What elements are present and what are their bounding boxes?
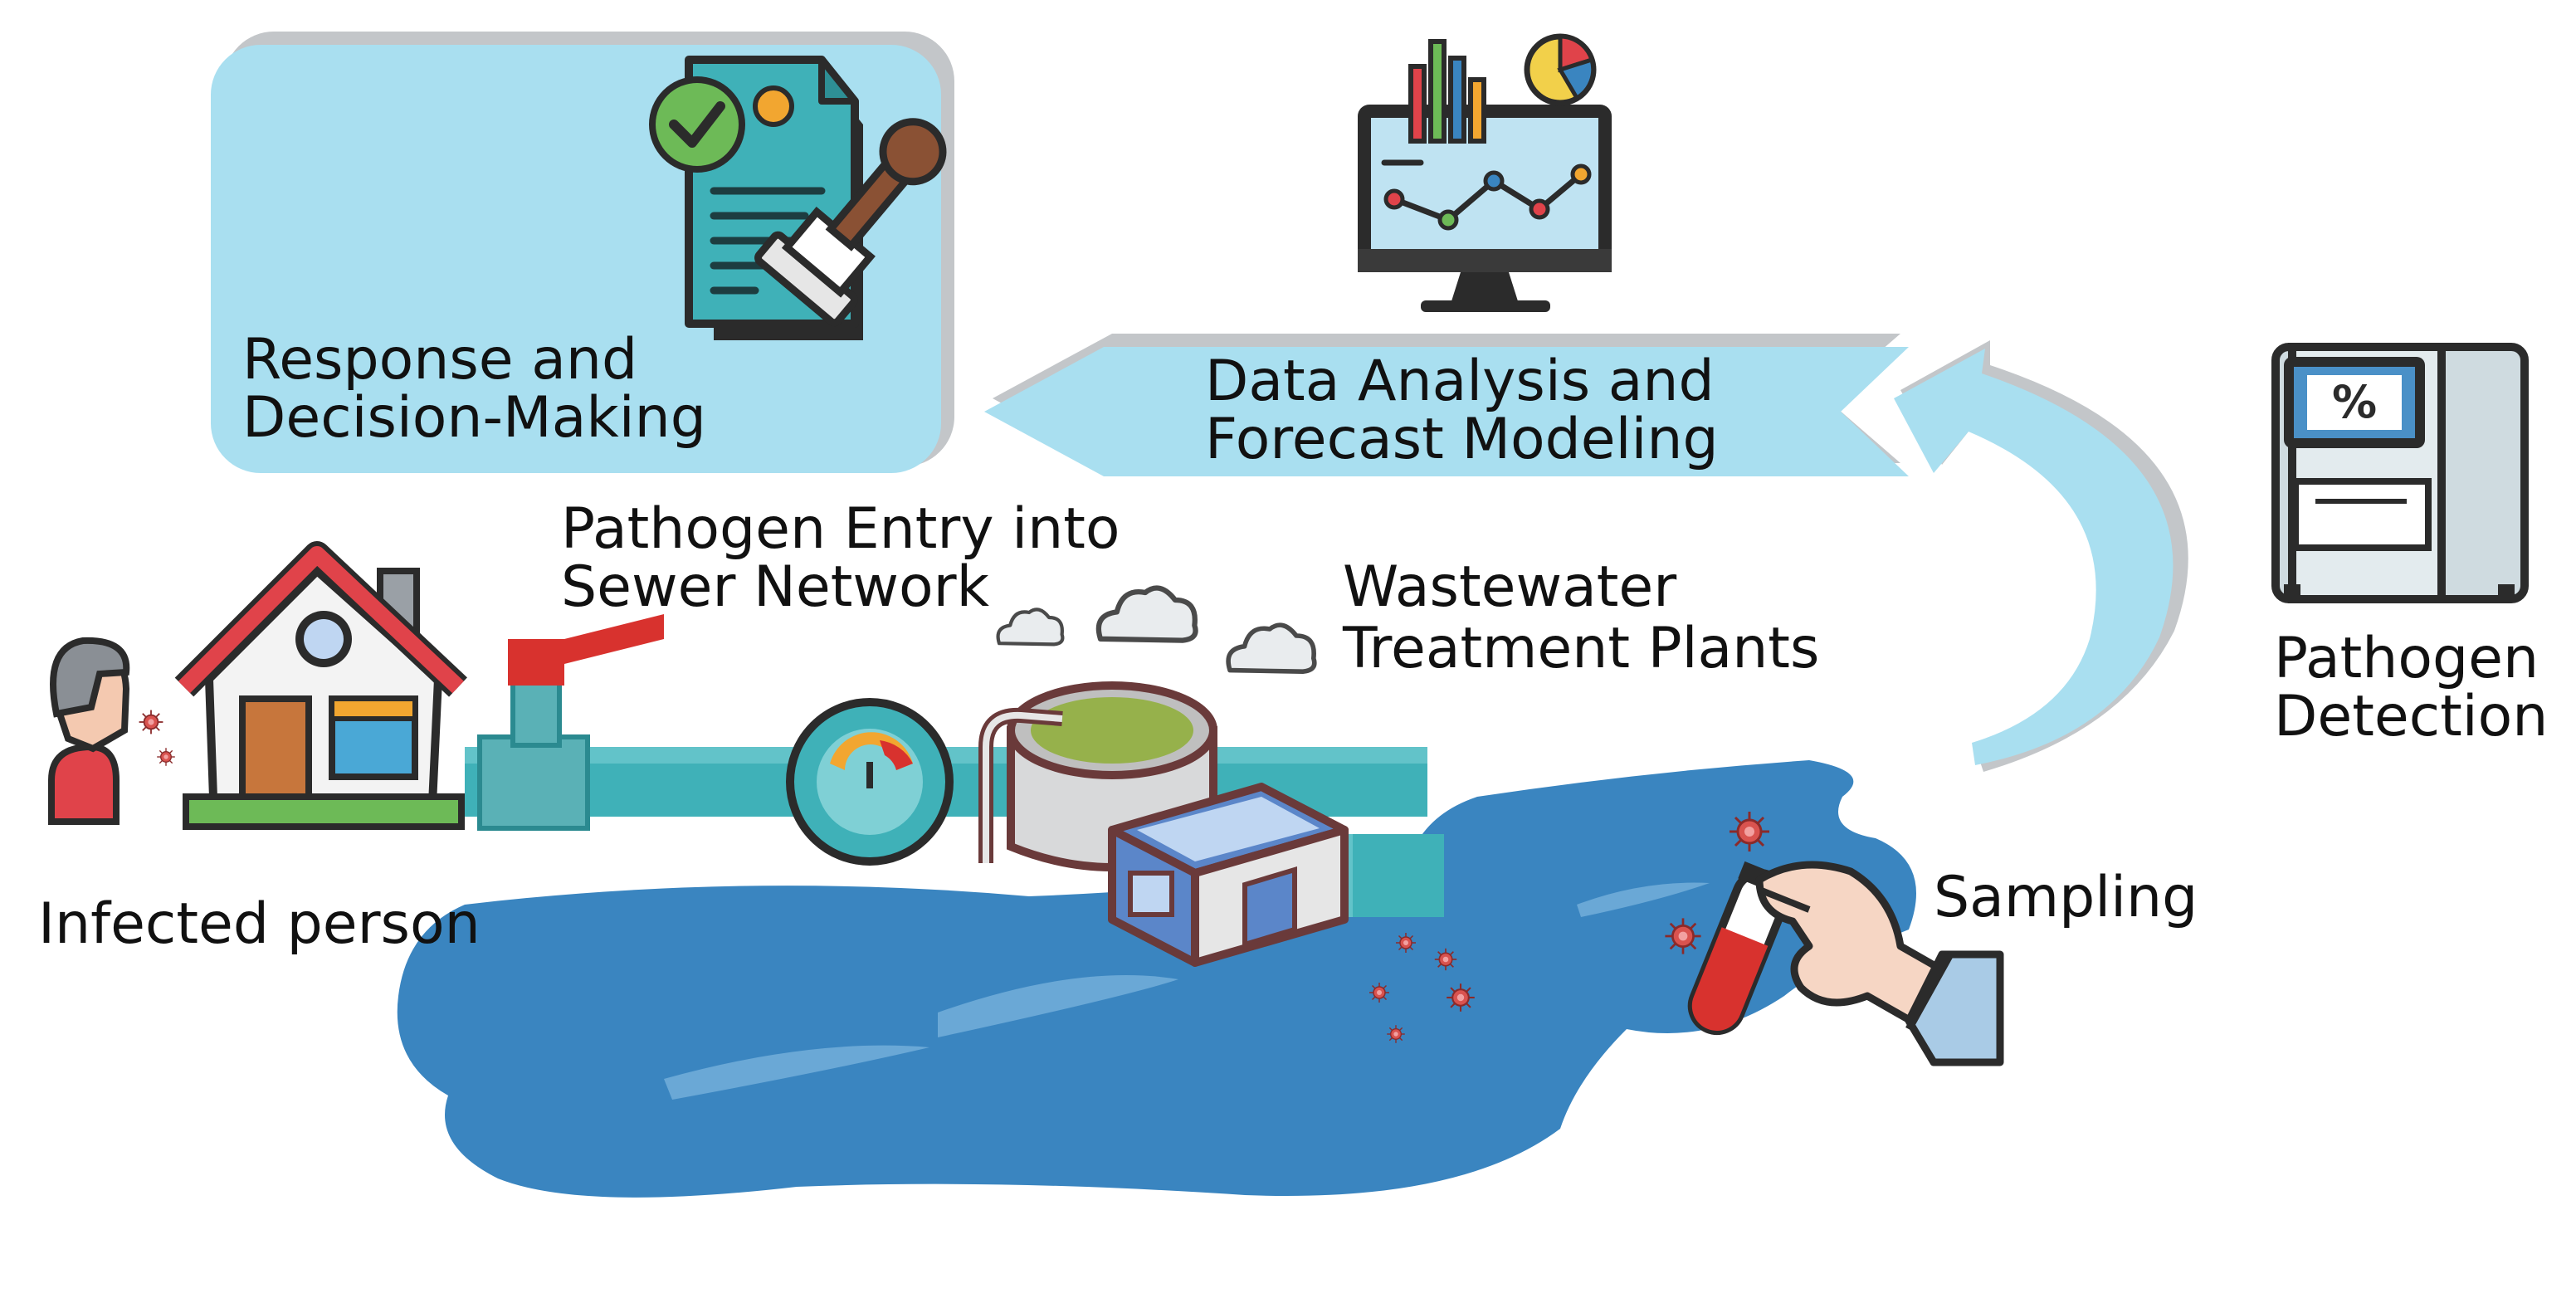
document-stamp-icon (649, 56, 947, 340)
pressure-gauge-icon (786, 698, 954, 866)
data-analysis-label-line2: Forecast Modeling (1205, 407, 1719, 472)
data-analysis-label: Data Analysis and Forecast Modeling (1205, 349, 1719, 472)
pathogen-entry-label-line2: Sewer Network (561, 554, 990, 620)
pathogen-detection-label-line2: Detection (2274, 684, 2548, 749)
curved-return-arrow (1894, 340, 2188, 772)
pathogen-detection-label-line1: Pathogen (2274, 626, 2539, 691)
pathogen-detection-label: Pathogen Detection (2274, 626, 2548, 749)
treatment-building-icon (1108, 783, 1349, 967)
svg-text:%: % (2332, 376, 2377, 428)
data-analysis-arrow (984, 334, 1909, 476)
response-label-line2: Decision-Making (242, 385, 706, 451)
sampling-hand-icon (1687, 861, 2004, 1066)
pathogen-entry-label-line1: Pathogen Entry into (561, 496, 1120, 562)
wwtp-label-line1: Wastewater (1343, 554, 1676, 620)
test-tube-icon (1687, 861, 1798, 1035)
person-coughing-icon (48, 637, 176, 825)
house-icon (174, 541, 467, 830)
monitor-chart-icon (1358, 33, 1612, 312)
wwtp-label-line2: Treatment Plants (1342, 616, 1819, 681)
response-label-line1: Response and (242, 327, 637, 393)
data-analysis-label-line1: Data Analysis and (1205, 349, 1715, 414)
pcr-machine-icon: % (2271, 343, 2529, 603)
sampling-label: Sampling (1934, 865, 2198, 930)
valve-icon (508, 614, 664, 748)
water-body (397, 760, 1916, 1198)
wwtp-label: Wastewater Treatment Plants (1342, 554, 1819, 681)
cloud-icon (998, 588, 1315, 672)
response-label: Response and Decision-Making (242, 327, 706, 451)
infected-person-label: Infected person (38, 891, 481, 957)
pathogen-entry-label: Pathogen Entry into Sewer Network (561, 496, 1120, 620)
